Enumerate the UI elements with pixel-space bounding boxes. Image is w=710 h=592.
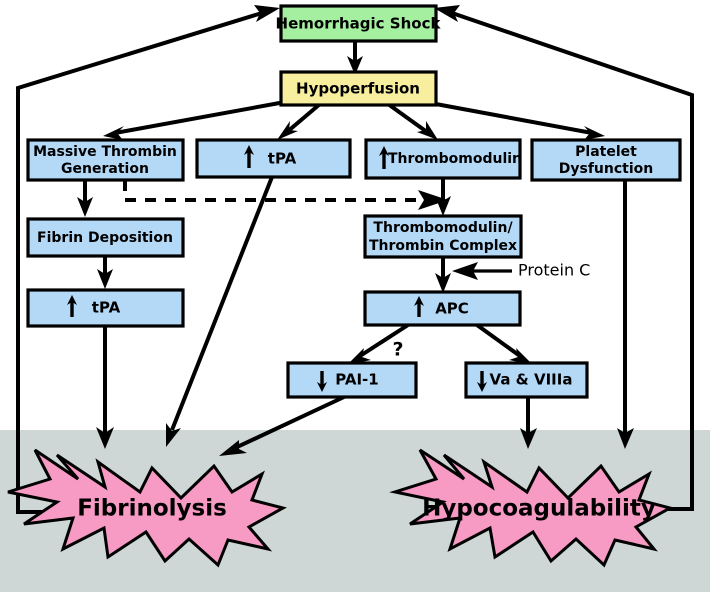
edge-hypoperfusion-to-platelet-dysfunction xyxy=(424,100,605,140)
edge-tpa-lower-to-fibrinolysis xyxy=(96,326,114,449)
edge-apc-to-va-viiia xyxy=(475,323,533,365)
node-va-viiia[interactable]: Va & VIIIa xyxy=(464,361,589,399)
tpa-lower-label: tPA xyxy=(92,299,121,317)
up-arrow-icon-apc xyxy=(414,296,424,317)
node-thrombomodulin[interactable]: Thrombomodulin xyxy=(364,138,522,180)
node-platelet-dysfunction[interactable]: Platelet Dysfunction xyxy=(530,138,682,182)
edge-massive-thrombin-to-fibrin-deposition xyxy=(77,180,93,217)
hypocoagulability-label: Hypocoagulability xyxy=(422,496,656,522)
edge-feedback-fibrinolysis-to-shock xyxy=(16,5,280,514)
node-hypoperfusion[interactable]: Hypoperfusion xyxy=(279,70,438,107)
edge-thrombomodulin-to-complex xyxy=(435,178,451,216)
platelet-dysfunction-line1: Platelet xyxy=(575,144,637,160)
tm-thrombin-complex-line2: Thrombin Complex xyxy=(369,238,517,254)
edge-complex-to-apc xyxy=(435,257,451,293)
edge-va-viiia-to-hypocoagulability xyxy=(520,397,537,449)
up-arrow-icon-tpa-top xyxy=(244,145,254,168)
node-fibrin-deposition[interactable]: Fibrin Deposition xyxy=(26,217,185,258)
apc-label: APC xyxy=(435,300,469,318)
down-arrow-icon-pai1 xyxy=(317,371,327,392)
massive-thrombin-line1: Massive Thrombin xyxy=(33,144,177,160)
edge-tpa-top-to-fibrinolysis xyxy=(166,176,274,447)
edge-apc-to-pai1 xyxy=(347,323,410,365)
va-viiia-label: Va & VIIIa xyxy=(490,371,573,389)
node-hemorrhagic-shock[interactable]: Hemorrhagic Shock xyxy=(276,4,442,43)
node-tpa-lower[interactable]: tPA xyxy=(26,288,185,328)
edge-hypoperfusion-to-tpa-top xyxy=(277,102,322,140)
edge-fibrin-to-tpa-lower xyxy=(97,256,113,289)
edge-pai1-to-fibrinolysis xyxy=(219,395,345,456)
node-massive-thrombin-generation[interactable]: Massive Thrombin Generation xyxy=(26,138,185,182)
node-pai1[interactable]: PAI-1 xyxy=(286,361,418,399)
node-apc[interactable]: APC xyxy=(363,290,522,327)
platelet-dysfunction-line2: Dysfunction xyxy=(559,161,653,177)
tpa-top-label: tPA xyxy=(268,150,297,168)
node-fibrinolysis[interactable]: Fibrinolysis xyxy=(7,448,287,568)
tm-thrombin-complex-line1: Thrombomodulin/ xyxy=(373,220,513,236)
question-mark-annotation: ? xyxy=(392,339,403,361)
node-hypocoagulability[interactable]: Hypocoagulability xyxy=(389,448,674,568)
edge-dashed-thrombin-to-complex xyxy=(123,180,448,210)
fibrinolysis-label: Fibrinolysis xyxy=(77,496,227,522)
node-tpa-top[interactable]: tPA xyxy=(195,138,352,179)
edge-shock-to-hypoperfusion xyxy=(347,40,363,75)
edge-hypoperfusion-to-massive-thrombin xyxy=(103,100,286,140)
hypoperfusion-label: Hypoperfusion xyxy=(296,80,420,98)
up-arrow-icon-thrombomodulin xyxy=(379,146,389,169)
pai1-label: PAI-1 xyxy=(335,371,378,389)
edge-protein-c-input xyxy=(452,262,512,280)
edge-hypoperfusion-to-thrombomodulin xyxy=(386,102,438,140)
node-thrombomodulin-thrombin-complex[interactable]: Thrombomodulin/ Thrombin Complex xyxy=(363,214,523,259)
massive-thrombin-line2: Generation xyxy=(61,161,149,177)
down-arrow-icon-va-viiia xyxy=(477,371,487,392)
thrombomodulin-label: Thrombomodulin xyxy=(388,151,522,167)
hemorrhagic-shock-label: Hemorrhagic Shock xyxy=(276,15,442,33)
fibrin-deposition-label: Fibrin Deposition xyxy=(37,230,173,246)
edge-platelet-dysfunction-to-hypocoagulability xyxy=(617,180,634,449)
up-arrow-icon-tpa-lower xyxy=(67,295,77,317)
protein-c-label: Protein C xyxy=(518,261,590,280)
